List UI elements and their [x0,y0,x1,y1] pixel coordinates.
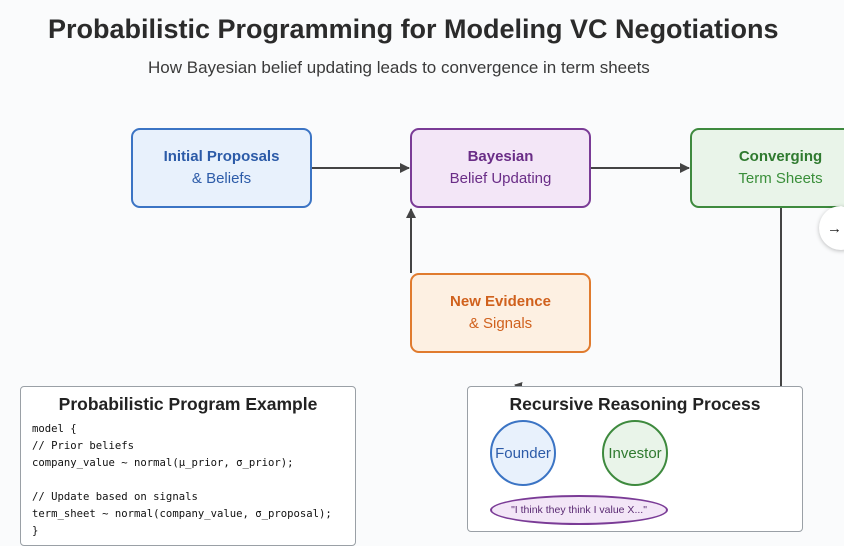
recursive-reasoning-panel: Recursive Reasoning Process Founder Inve… [467,386,803,532]
code-line: company_value ~ normal(μ_prior, σ_prior)… [32,457,294,469]
code-line: model { [32,423,77,435]
node-label: Initial Proposals [163,148,280,165]
node-sublabel: Belief Updating [449,170,552,187]
arrow-right-icon: → [827,219,842,237]
panel-title: Recursive Reasoning Process [509,394,761,414]
code-line: // Prior beliefs [32,440,135,452]
node-converging-term-sheets: Converging Term Sheets [690,128,844,208]
code-line: term_sheet ~ normal(company_value, σ_pro… [32,508,332,520]
code-line [32,472,332,489]
node-sublabel: & Beliefs [191,170,252,187]
node-bayesian-updating: Bayesian Belief Updating [410,128,591,208]
code-example-panel: Probabilistic Program Example model { //… [20,386,356,546]
code-line: } [32,525,39,537]
investor-circle: Investor [602,420,668,486]
node-initial-proposals: Initial Proposals & Beliefs [131,128,312,208]
node-label: Converging [738,148,823,165]
node-new-evidence: New Evidence & Signals [410,273,591,353]
next-arrow-button[interactable]: → [819,206,844,250]
thought-bubble: "I think they think I value X..." [490,495,668,525]
page-title: Probabilistic Programming for Modeling V… [48,14,779,44]
node-sublabel: Term Sheets [738,170,823,187]
page-subtitle: How Bayesian belief updating leads to co… [148,58,650,77]
node-sublabel: & Signals [468,315,533,332]
node-label: New Evidence [450,293,551,310]
arrow-recursive-stub [514,382,523,390]
node-label: Bayesian [467,148,534,165]
founder-circle: Founder [490,420,556,486]
code-block: model { // Prior beliefs company_value ~… [32,421,332,540]
code-line: // Update based on signals [32,491,198,503]
panel-title: Probabilistic Program Example [58,394,318,414]
